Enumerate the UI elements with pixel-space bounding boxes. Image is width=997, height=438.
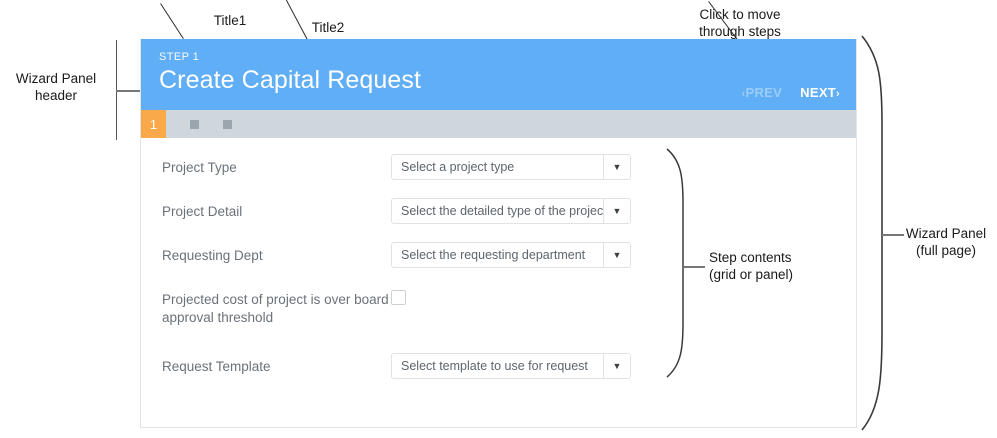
next-button[interactable]: NEXT› — [800, 85, 840, 100]
connector-step-contents — [683, 266, 705, 268]
brace-wizard-panel-full — [861, 35, 883, 431]
annotation-title2: Title2 — [311, 20, 345, 35]
chevron-down-icon[interactable]: ▼ — [603, 354, 630, 378]
checkbox-board-threshold[interactable] — [391, 290, 406, 305]
prev-button-label: PREV — [745, 85, 783, 100]
wizard-panel-header: STEP 1 Create Capital Request ‹PREV NEXT… — [141, 39, 856, 110]
step-eyebrow-label: STEP 1 — [159, 51, 200, 63]
form-row-board-threshold: Projected cost of project is over board … — [141, 286, 856, 327]
chevron-right-icon: › — [836, 88, 840, 100]
select-project-type[interactable]: Select a project type ▼ — [391, 154, 631, 180]
label-request-template: Request Template — [162, 359, 271, 374]
label-project-detail: Project Detail — [162, 204, 243, 219]
select-request-template[interactable]: Select template to use for request ▼ — [391, 353, 631, 379]
progress-step-1[interactable]: 1 — [141, 110, 166, 138]
page-title: Create Capital Request — [159, 66, 422, 94]
progress-step-2[interactable] — [190, 119, 199, 129]
annotation-wizard-panel-header: Wizard Panel header — [15, 71, 97, 103]
wizard-nav-buttons: ‹PREV NEXT› — [742, 85, 840, 100]
label-project-type: Project Type — [162, 160, 237, 175]
select-project-detail-value: Select the detailed type of the project — [401, 204, 603, 218]
form-row-project-detail: Project Detail Select the detailed type … — [141, 198, 856, 224]
annotation-step-contents: Step contents (grid or panel) — [709, 250, 794, 282]
brace-step-contents — [666, 148, 684, 378]
select-project-type-value: Select a project type — [401, 160, 515, 174]
next-button-label: NEXT — [800, 85, 837, 100]
form-row-requesting-dept: Requesting Dept Select the requesting de… — [141, 242, 856, 268]
chevron-left-icon: ‹ — [741, 88, 746, 100]
annotation-wizard-panel-full: Wizard Panel (full page) — [905, 226, 987, 258]
annotation-click-to-move: Click to move through steps — [699, 7, 781, 39]
annotation-title1: Title1 — [213, 13, 247, 28]
select-requesting-dept-value: Select the requesting department — [401, 248, 586, 262]
form-row-project-type: Project Type Select a project type ▼ — [141, 154, 856, 180]
wizard-panel: STEP 1 Create Capital Request ‹PREV NEXT… — [140, 39, 857, 428]
prev-button[interactable]: ‹PREV — [742, 85, 783, 100]
chevron-down-icon[interactable]: ▼ — [603, 243, 630, 267]
chevron-down-icon[interactable]: ▼ — [603, 155, 630, 179]
step-contents: Project Type Select a project type ▼ Pro… — [141, 138, 856, 379]
label-board-threshold: Projected cost of project is over board … — [162, 292, 389, 325]
leader-title1 — [160, 3, 184, 39]
select-requesting-dept[interactable]: Select the requesting department ▼ — [391, 242, 631, 268]
chevron-down-icon[interactable]: ▼ — [603, 199, 630, 223]
select-request-template-value: Select template to use for request — [401, 359, 588, 373]
progress-step-3[interactable] — [223, 119, 232, 129]
progress-bar[interactable]: 1 — [141, 110, 856, 138]
connector-wizard-panel-full — [882, 234, 904, 236]
select-project-detail[interactable]: Select the detailed type of the project … — [391, 198, 631, 224]
connector-wizard-panel-header — [116, 90, 140, 92]
form-row-request-template: Request Template Select template to use … — [141, 353, 856, 379]
label-requesting-dept: Requesting Dept — [162, 248, 263, 263]
